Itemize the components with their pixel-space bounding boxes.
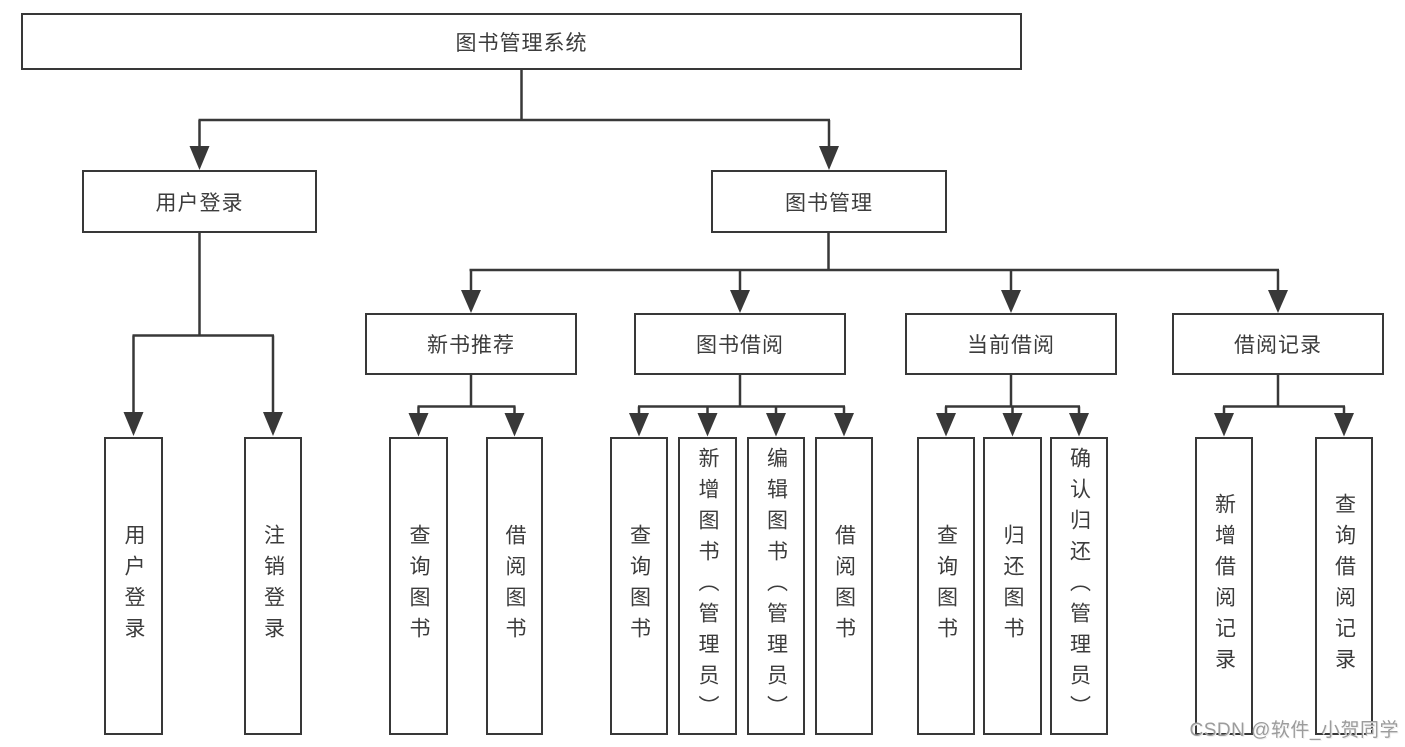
- csdn-watermark: CSDN @软件_小贺同学: [1189, 720, 1399, 741]
- leaf-query-borrow-record: 查询借阅记录: [1315, 437, 1373, 735]
- node-library-management-system: 图书管理系统: [21, 13, 1022, 70]
- leaf-label: 借阅图书: [503, 524, 526, 648]
- leaf-label: 归还图书: [1001, 524, 1024, 648]
- leaf-borrow-books-1: 借阅图书: [486, 437, 543, 735]
- node-label: 当前借阅: [967, 334, 1055, 357]
- node-label: 图书管理系统: [455, 31, 588, 55]
- leaf-label: 新增图书（管理员）: [696, 446, 719, 726]
- leaf-user-login: 用户登录: [104, 437, 163, 735]
- leaf-label: 查询借阅记录: [1332, 493, 1356, 679]
- leaf-edit-books-admin: 编辑图书（管理员）: [747, 437, 805, 735]
- node-current-borrowing: 当前借阅: [905, 313, 1117, 375]
- leaf-confirm-return-admin: 确认归还（管理员）: [1050, 437, 1108, 735]
- leaf-add-books-admin: 新增图书（管理员）: [678, 437, 737, 735]
- leaf-label: 查询图书: [407, 524, 430, 648]
- node-user-login-branch: 用户登录: [82, 170, 317, 233]
- node-borrowing-records: 借阅记录: [1172, 313, 1384, 375]
- leaf-query-books-3: 查询图书: [917, 437, 975, 735]
- leaf-add-borrow-record: 新增借阅记录: [1195, 437, 1253, 735]
- leaf-logout: 注销登录: [244, 437, 302, 735]
- node-label: 借阅记录: [1234, 334, 1322, 357]
- node-label: 图书管理: [785, 191, 873, 215]
- leaf-borrow-books-2: 借阅图书: [815, 437, 873, 735]
- leaf-label: 编辑图书（管理员）: [764, 446, 788, 726]
- leaf-return-books: 归还图书: [983, 437, 1042, 735]
- leaf-label: 用户登录: [122, 524, 145, 648]
- leaf-label: 查询图书: [934, 524, 958, 648]
- leaf-query-books-1: 查询图书: [389, 437, 448, 735]
- leaf-label: 查询图书: [627, 524, 651, 648]
- leaf-label: 确认归还（管理员）: [1067, 446, 1091, 726]
- node-label: 新书推荐: [427, 334, 515, 357]
- node-book-borrowing: 图书借阅: [634, 313, 846, 375]
- node-label: 图书借阅: [696, 334, 784, 357]
- leaf-label: 新增借阅记录: [1212, 493, 1236, 679]
- node-new-book-recommendation: 新书推荐: [365, 313, 577, 375]
- leaf-query-books-2: 查询图书: [610, 437, 668, 735]
- node-book-management-branch: 图书管理: [711, 170, 947, 233]
- node-label: 用户登录: [155, 191, 244, 215]
- leaf-label: 注销登录: [261, 524, 285, 648]
- leaf-label: 借阅图书: [832, 524, 856, 648]
